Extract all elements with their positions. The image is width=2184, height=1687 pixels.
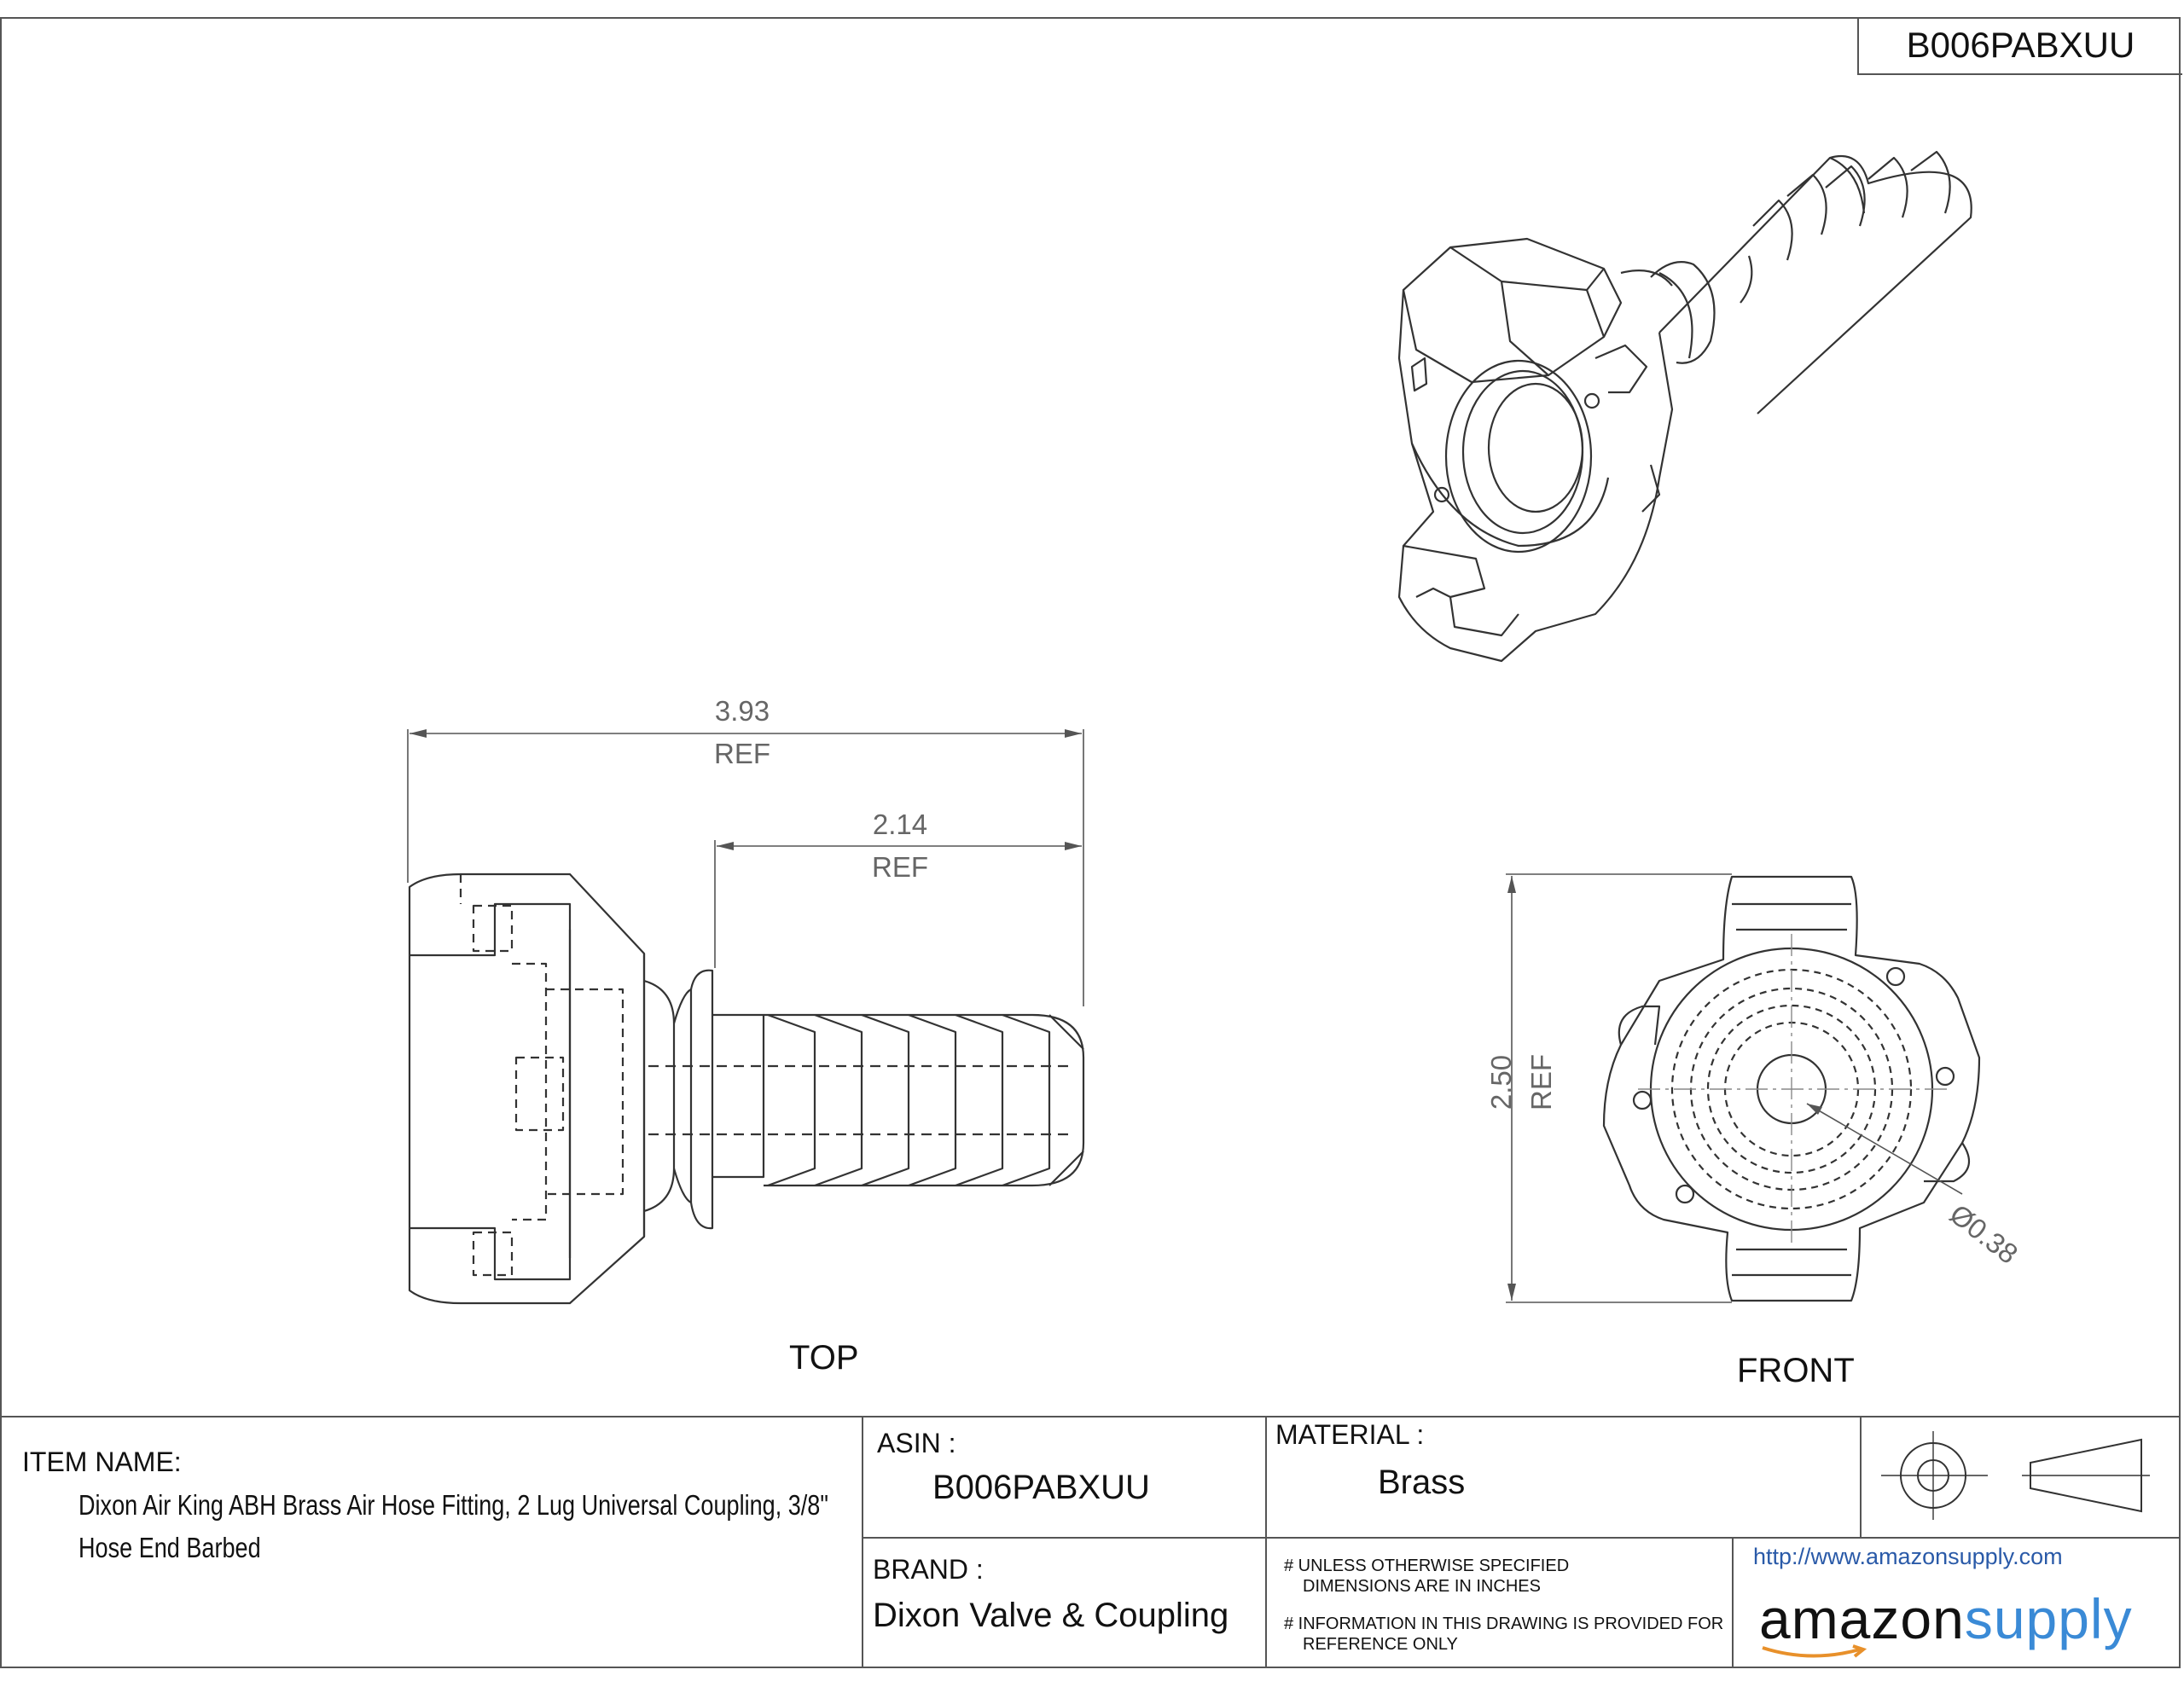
item-name-label: ITEM NAME: [22, 1446, 182, 1477]
asin-value: B006PABXUU [932, 1469, 1150, 1506]
dim-barb-length: 2.14 [872, 809, 928, 840]
dim-barb-ref: REF [872, 851, 928, 883]
header-asin-tag: B006PABXUU [1857, 17, 2182, 75]
top-view-label: TOP [789, 1339, 859, 1377]
note-line: # UNLESS OTHERWISE SPECIFIED [1284, 1557, 1570, 1575]
note-reference: # INFORMATION IN THIS DRAWING IS PROVIDE… [1284, 1614, 1723, 1655]
dim-height: 2.50 [1485, 1054, 1517, 1110]
note-line: REFERENCE ONLY [1303, 1635, 1458, 1654]
divider [1732, 1537, 1734, 1668]
brand-value: Dixon Valve & Coupling [873, 1597, 1229, 1634]
note-line: # INFORMATION IN THIS DRAWING IS PROVIDE… [1284, 1615, 1724, 1633]
title-block: ITEM NAME: Dixon Air King ABH Brass Air … [0, 1416, 2181, 1668]
top-view [408, 872, 1085, 1305]
item-name-line: Dixon Air King ABH Brass Air Hose Fittin… [78, 1489, 828, 1521]
amazon-smile-icon [1762, 1644, 1867, 1658]
brand-label: BRAND : [873, 1554, 984, 1585]
logo-supply-text: supply [1964, 1587, 2133, 1650]
isometric-view [1397, 150, 1972, 663]
item-name-value: Dixon Air King ABH Brass Air Hose Fittin… [78, 1484, 876, 1569]
amazonsupply-link[interactable]: http://www.amazonsupply.com [1753, 1544, 2063, 1569]
front-view [1602, 875, 1981, 1302]
title-block-frame [0, 1416, 2181, 1668]
logo-amazon-text: amazon [1759, 1587, 1965, 1650]
third-angle-projection-icon [1881, 1431, 2150, 1520]
material-label: MATERIAL : [1275, 1419, 1425, 1450]
material-value: Brass [1378, 1464, 1466, 1501]
dim-overall-length: 3.93 [714, 695, 770, 727]
note-units: # UNLESS OTHERWISE SPECIFIED DIMENSIONS … [1284, 1556, 1569, 1597]
divider [1860, 1416, 1862, 1537]
amazonsupply-logo: amazonsupply [1759, 1586, 2133, 1651]
sheet-border [0, 17, 2181, 1668]
note-line: DIMENSIONS ARE IN INCHES [1303, 1577, 1541, 1596]
divider [862, 1416, 863, 1668]
dim-height-ref: REF [1525, 1054, 1557, 1110]
front-view-label: FRONT [1737, 1352, 1855, 1389]
asin-label: ASIN : [877, 1428, 956, 1458]
divider [862, 1537, 2181, 1539]
dim-overall-ref: REF [714, 738, 770, 769]
divider [1265, 1416, 1267, 1668]
item-name-line: Hose End Barbed [78, 1532, 261, 1563]
